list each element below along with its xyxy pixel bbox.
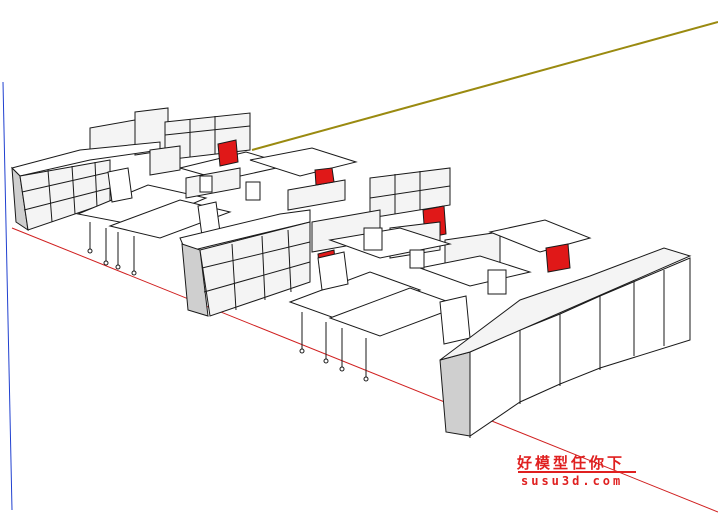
office-chairs-right[interactable] (317, 243, 571, 345)
front-partition-wall[interactable] (439, 247, 692, 438)
chair-red-back-1[interactable] (217, 139, 239, 167)
chair-mesh-3[interactable] (317, 251, 349, 291)
workstation-cluster-right[interactable] (179, 209, 592, 382)
red-axis (11, 227, 718, 513)
chair-mesh-1[interactable] (107, 167, 133, 203)
green-axis (251, 21, 718, 151)
chair-red-back-4[interactable] (545, 243, 571, 273)
chair-mesh-4[interactable] (439, 295, 471, 345)
watermark-chinese: 好模型任你下 (517, 454, 626, 472)
watermark-site: susu3d.com (521, 474, 624, 488)
blue-axis (2, 81, 13, 511)
watermark-divider (518, 471, 636, 473)
chair-red-back-2[interactable] (314, 167, 335, 186)
